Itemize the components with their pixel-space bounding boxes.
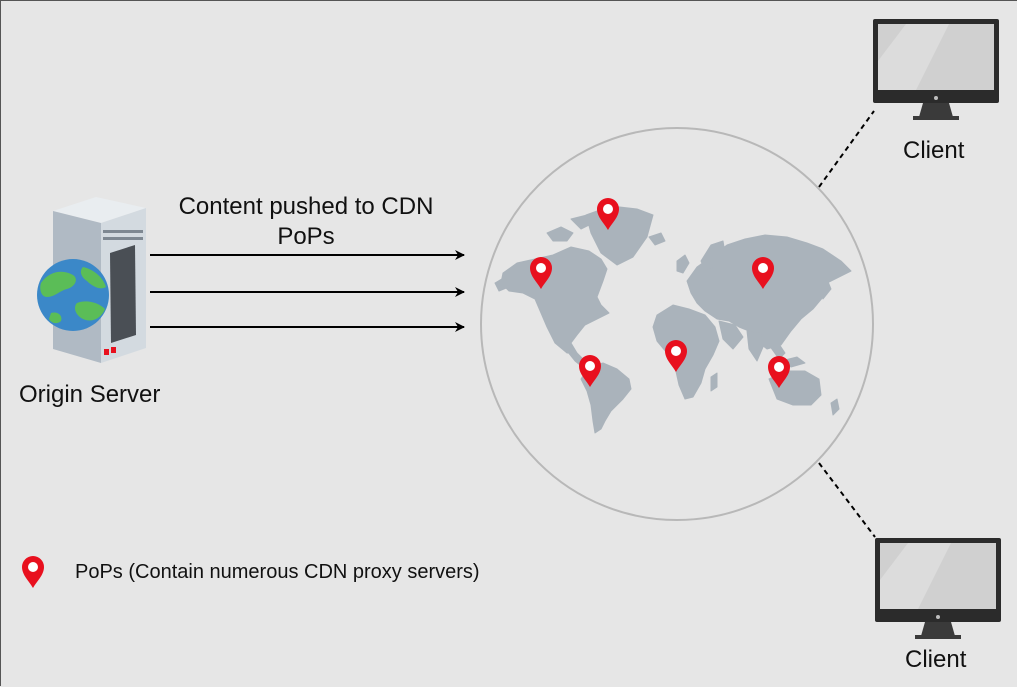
desktop-monitor-icon — [873, 19, 999, 120]
world-globe — [480, 127, 874, 521]
server-globe-icon — [37, 197, 146, 363]
legend-label: PoPs (Contain numerous CDN proxy servers… — [75, 561, 480, 583]
client-label-bottom: Client — [905, 646, 967, 673]
push-label: Content pushed to CDN PoPs — [178, 193, 434, 250]
desktop-monitor-icon — [875, 538, 1001, 639]
client-link-bottom — [818, 462, 876, 538]
client-link-top — [818, 110, 875, 188]
client-label-top: Client — [903, 137, 965, 164]
legend-map-pin-icon — [22, 556, 44, 588]
origin-server-label: Origin Server — [19, 381, 161, 408]
